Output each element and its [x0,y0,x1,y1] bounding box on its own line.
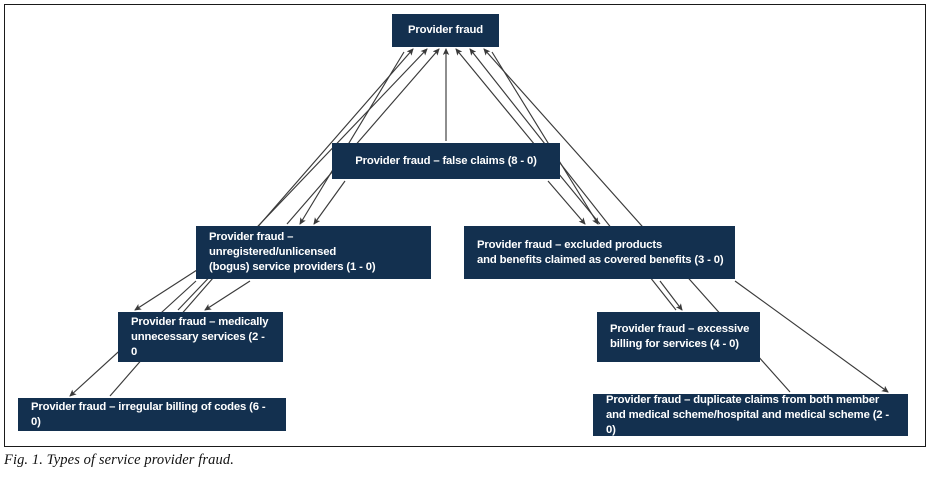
node-box-irregular-billing[interactable]: Provider fraud – irregular billing of co… [18,398,286,431]
arrow-root-to-bogus [299,51,405,225]
node-label-medically-unnecessary: Provider fraud – medically unnecessary s… [131,315,269,358]
node-box-root[interactable]: Provider fraud [392,14,499,47]
arrow-falseclaims-to-bogus [313,180,346,225]
figure-caption: Fig. 1. Types of service provider fraud. [4,452,234,468]
node-label-false-claims: Provider fraud – false claims (8 - 0) [355,154,537,167]
arrow-root-to-excluded [491,51,599,225]
node-box-false-claims[interactable]: Provider fraud – false claims (8 - 0) [332,143,560,179]
node-label-duplicate-claims: Provider fraud – duplicate claims from b… [606,393,890,436]
node-box-excluded-products[interactable]: Provider fraud – excluded products and b… [464,226,735,279]
node-box-excessive-billing[interactable]: Provider fraud – excessive billing for s… [597,312,760,362]
node-box-medically-unnecessary[interactable]: Provider fraud – medically unnecessary s… [118,312,283,362]
node-box-bogus-providers[interactable]: Provider fraud – unregistered/unlicensed… [196,226,431,279]
figure-frame [4,4,926,447]
arrow-bogus-to-medically [204,280,251,311]
node-box-duplicate-claims[interactable]: Provider fraud – duplicate claims from b… [593,394,908,436]
node-label-bogus-providers: Provider fraud – unregistered/unlicensed… [209,231,376,273]
arrow-excl-to-duplicate [734,280,889,393]
node-label-excessive-billing: Provider fraud – excessive billing for s… [610,323,750,350]
node-label-root: Provider fraud [407,24,484,36]
node-label-excluded-products: Provider fraud – excluded products and b… [477,238,724,266]
arrow-excluded-to-excessive [659,280,683,311]
arrow-excluded-to-root [455,48,601,225]
arrow-bogus-to-root [286,48,440,225]
arrow-falseclaims-to-excl [547,180,586,225]
node-label-irregular-billing: Provider fraud – irregular billing of co… [31,400,266,428]
